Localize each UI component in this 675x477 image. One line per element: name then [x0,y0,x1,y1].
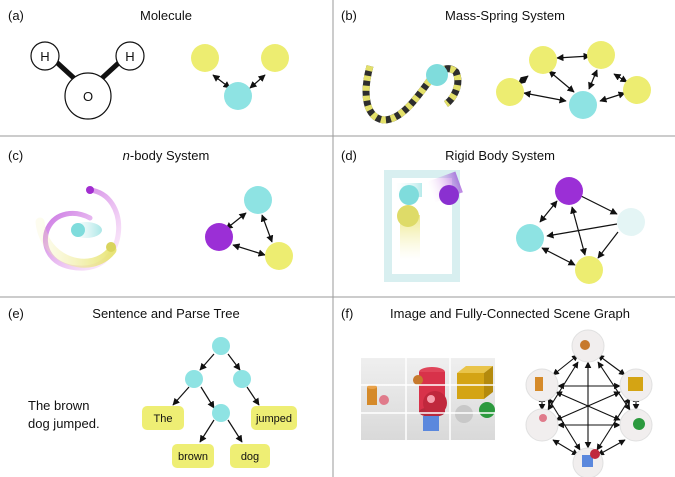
panel-d-letter: (d) [341,148,357,163]
mass-spring-graph [517,52,628,104]
node-yellow [496,78,524,106]
blue-cube [423,416,439,431]
panel-a-letter: (a) [8,8,24,23]
node-cyan [516,224,544,252]
atom-label-o: O [83,89,93,104]
leaf-brown-label: brown [178,451,208,463]
node-cyan [244,186,272,214]
panel-f-letter: (f) [341,306,353,321]
panel-c-letter: (c) [8,148,23,163]
node-yellow [191,44,219,72]
node-yellow [587,41,615,69]
panel-c-title: n-body System [123,148,210,163]
leaf-dog [230,444,270,468]
body-yellow [106,242,116,252]
leaf-the [142,406,184,430]
parse-tree-edges [172,353,260,443]
scene-image [361,358,495,440]
oxygen-atom [64,72,112,120]
tree-node [212,337,230,355]
sentence-line-2: dog jumped. [28,416,100,431]
panel-a: (a) Molecule H H O [8,8,289,120]
panel-c-title-italic: n [123,148,130,163]
rigid-nodes [516,177,645,284]
nbody-graph [225,212,274,257]
node-yellow [261,44,289,72]
panel-b-title: Mass-Spring System [445,8,565,23]
scene-node [525,408,559,442]
parse-tree-nodes [185,337,251,422]
tree-node [212,404,230,422]
red-sphere [423,391,447,415]
rigid-graph [539,195,619,266]
node-cyan [224,82,252,110]
rigid-purple [439,185,459,205]
panel-b: (b) Mass-Spring System [341,8,651,124]
node-purple [555,177,583,205]
node-pale [617,208,645,236]
panel-e-letter: (e) [8,306,24,321]
leaf-dog-label: dog [241,451,259,463]
gold-cube [457,373,484,399]
leaf-brown [172,444,214,468]
pink-sphere [379,395,389,405]
nbody-nodes [205,186,293,270]
rigid-body-illustration [384,170,463,282]
body-cyan [71,223,85,237]
mass-spring-nodes [496,41,651,119]
panel-b-letter: (b) [341,8,357,23]
rigid-cyan [399,185,419,205]
node-yellow [265,242,293,270]
node-yellow [529,46,557,74]
node-yellow [575,256,603,284]
silver-sphere [455,405,473,423]
orange-cylinder [367,387,377,405]
atom-label-h: H [125,49,134,64]
scene-graph-edges [538,354,640,456]
hydrogen-atom [115,41,145,71]
panel-a-title: Molecule [140,8,192,23]
panel-c-title-rest: -body System [130,148,209,163]
water-molecule: H H O [30,41,145,120]
leaf-the-label: The [154,413,173,425]
leaf-jumped-label: jumped [255,413,292,425]
green-sphere [479,402,495,418]
atom-label-h: H [40,49,49,64]
leaf-jumped [251,406,297,430]
parse-tree-leaves: The jumped brown dog [142,406,297,468]
rigid-yellow [397,205,419,227]
node-cyan [569,91,597,119]
panel-e: (e) Sentence and Parse Tree The brown do… [8,306,297,468]
sentence-line-1: The brown [28,398,89,413]
tree-node [185,370,203,388]
panel-d-title: Rigid Body System [445,148,555,163]
spring-illustration [362,64,462,124]
node-purple [205,223,233,251]
nbody-illustration [35,186,122,271]
panel-e-title: Sentence and Parse Tree [92,306,239,321]
scene-graph-nodes [525,329,653,477]
node-yellow [623,76,651,104]
orange-sphere [413,375,423,385]
molecule-graph [191,44,289,110]
panel-f-title: Image and Fully-Connected Scene Graph [390,306,630,321]
panel-c: (c) n-body System [8,148,293,271]
panel-f: (f) Image and Fully-Connected Scene Grap… [341,306,653,477]
tree-node [233,370,251,388]
spring-mass [426,64,448,86]
hydrogen-atom [30,41,60,71]
panel-d: (d) Rigid Body System [341,148,645,284]
body-purple [86,186,94,194]
